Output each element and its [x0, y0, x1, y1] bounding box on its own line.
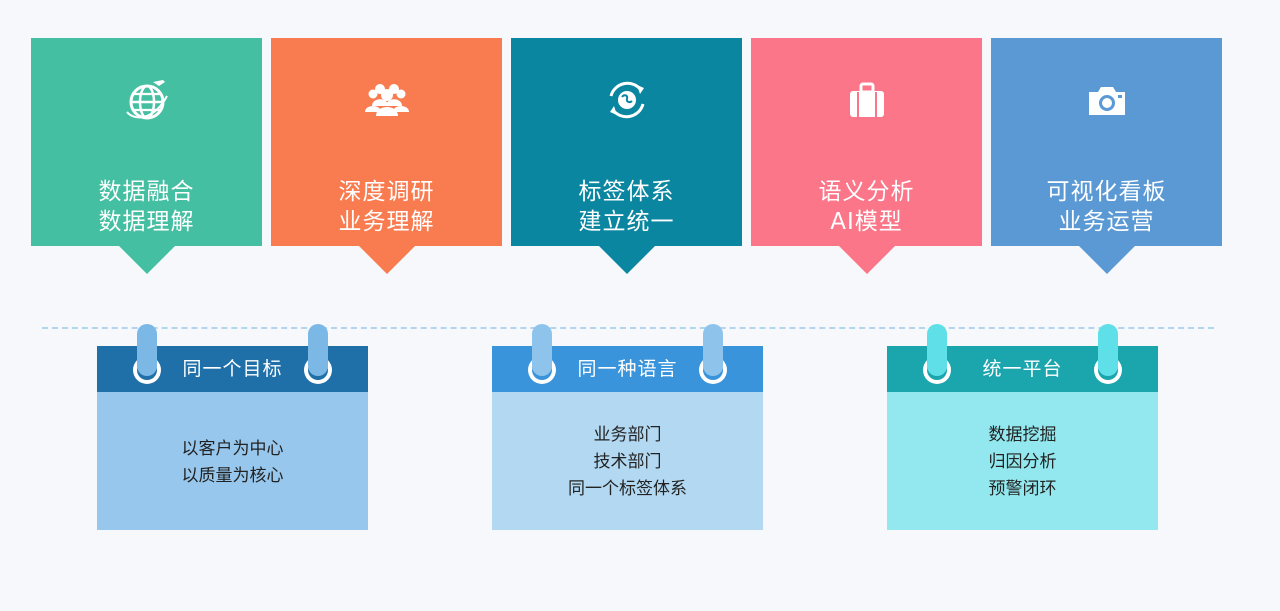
calendar-card-same-language: 同一种语言 业务部门 技术部门 同一个标签体系: [492, 324, 763, 530]
card-pointer: [838, 246, 895, 274]
binder-ring: [308, 324, 328, 376]
calendar-line: 以质量为核心: [181, 466, 284, 486]
card-pointer: [118, 246, 175, 274]
card-line-2: 建立统一: [578, 209, 675, 235]
card-line-1: 深度调研: [338, 179, 435, 205]
binder-ring: [1098, 324, 1118, 376]
binder-ring: [137, 324, 157, 376]
card-semantic-analysis: 语义分析 AI模型: [751, 38, 982, 274]
calendar-title: 同一种语言: [577, 358, 678, 380]
calendar-line: 数据挖掘: [988, 425, 1057, 445]
calendar-line: 以客户为中心: [181, 439, 284, 459]
globe-plane-icon: [123, 76, 171, 124]
card-line-2: AI模型: [830, 209, 903, 235]
people-group-icon: [363, 76, 411, 124]
card-tag-system: 标签体系 建立统一: [511, 38, 742, 274]
suitcase-icon: [843, 76, 891, 124]
card-line-2: 业务运营: [1058, 209, 1155, 235]
calendar-line: 技术部门: [593, 452, 662, 472]
card-pointer: [1078, 246, 1135, 274]
card-deep-research: 深度调研 业务理解: [271, 38, 502, 274]
calendar-body: 数据挖掘 归因分析 预警闭环: [887, 392, 1158, 530]
calendar-body: 以客户为中心 以质量为核心: [97, 392, 368, 530]
binder-ring: [927, 324, 947, 376]
camera-icon: [1083, 76, 1131, 124]
card-line-1: 语义分析: [818, 179, 915, 205]
card-line-1: 可视化看板: [1046, 179, 1167, 205]
calendar-card-same-goal: 同一个目标 以客户为中心 以质量为核心: [97, 324, 368, 530]
card-line-2: 业务理解: [338, 209, 435, 235]
card-line-1: 标签体系: [578, 179, 675, 205]
globe-refresh-icon: [603, 76, 651, 124]
calendar-title: 统一平台: [982, 358, 1063, 380]
calendar-line: 业务部门: [593, 425, 662, 445]
calendar-title: 同一个目标: [182, 358, 283, 380]
binder-ring: [703, 324, 723, 376]
card-visual-dashboard: 可视化看板 业务运营: [991, 38, 1222, 274]
calendar-line: 预警闭环: [988, 479, 1057, 499]
calendar-card-unified-platform: 统一平台 数据挖掘 归因分析 预警闭环: [887, 324, 1158, 530]
card-pointer: [598, 246, 655, 274]
card-data-fusion: 数据融合 数据理解: [31, 38, 262, 274]
card-line-1: 数据融合: [98, 179, 195, 205]
calendar-line: 同一个标签体系: [568, 479, 687, 499]
binder-ring: [532, 324, 552, 376]
calendar-body: 业务部门 技术部门 同一个标签体系: [492, 392, 763, 530]
dashed-divider: [42, 327, 1214, 329]
calendar-line: 归因分析: [988, 452, 1057, 472]
card-line-2: 数据理解: [98, 209, 195, 235]
card-pointer: [358, 246, 415, 274]
